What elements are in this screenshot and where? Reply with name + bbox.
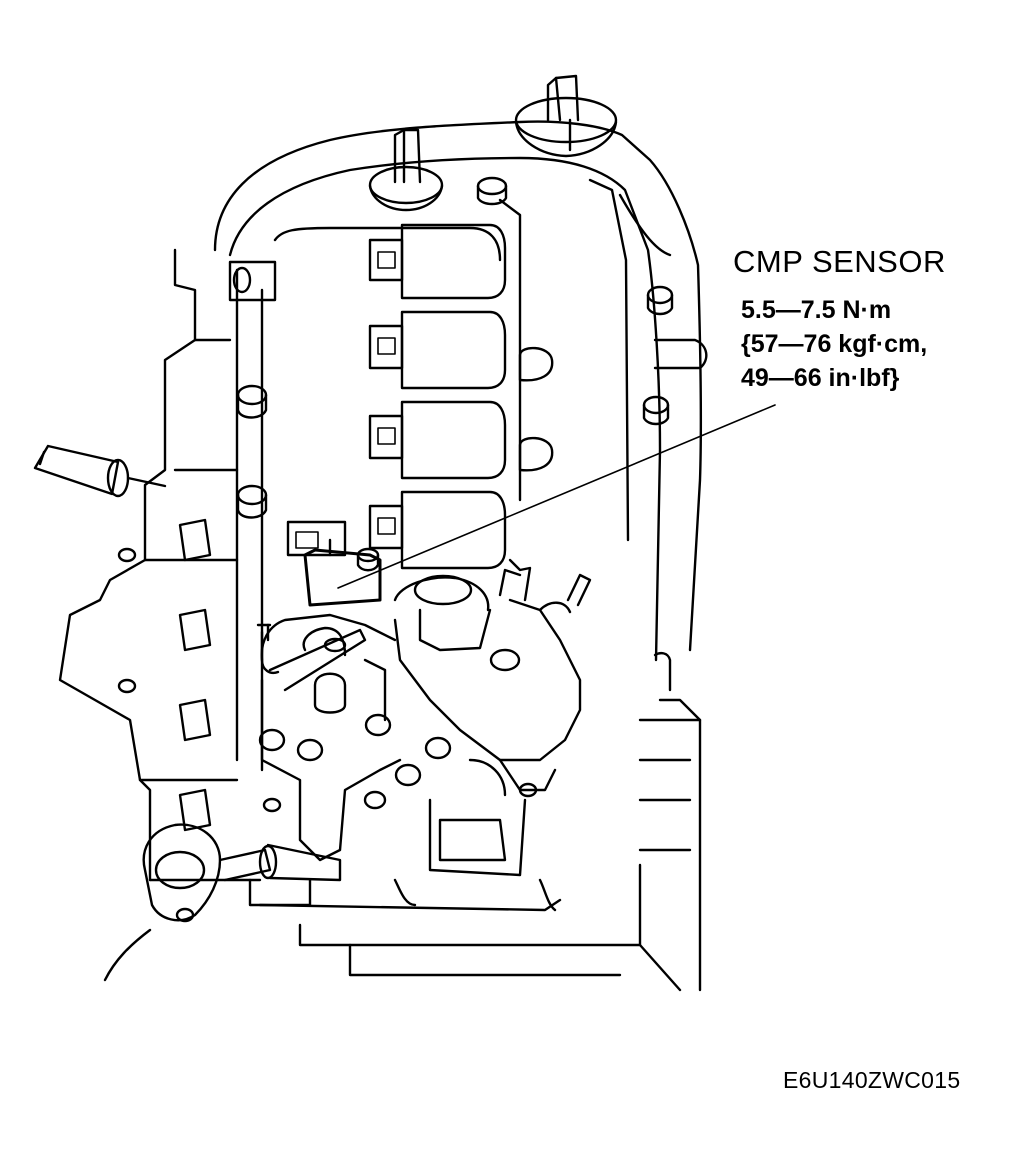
ignition-coils: [368, 223, 554, 570]
cmp-sensor-label: CMP SENSOR: [733, 244, 946, 279]
intake-runners: [117, 518, 212, 832]
torque-line-nm: 5.5—7.5 N·m: [741, 296, 892, 324]
camshaft-boss: [368, 128, 508, 212]
torque-spec: 5.5—7.5 N·m {57—76 kgf·cm, 49—66 in·lbf}: [741, 293, 927, 395]
oil-filler-cap: [514, 74, 618, 158]
figure-code: E6U140ZWC015: [783, 1067, 961, 1093]
cmp-sensor: [286, 520, 382, 607]
dipstick-tube: [256, 623, 367, 692]
water-outlet-pipe: [33, 444, 167, 498]
torque-line-inlbf: 49—66 in·lbf}: [741, 364, 900, 392]
left-bolts: [228, 260, 708, 519]
head-cover-outline: [213, 120, 703, 772]
intake-manifold: [58, 248, 262, 882]
engine-front-plate: [248, 651, 702, 992]
torque-line-kgfcm: {57—76 kgf·cm,: [741, 330, 928, 358]
cmp-leader-line: [337, 404, 776, 589]
thermostat-housing: [103, 823, 342, 982]
fuel-pump-assembly: [393, 558, 592, 792]
